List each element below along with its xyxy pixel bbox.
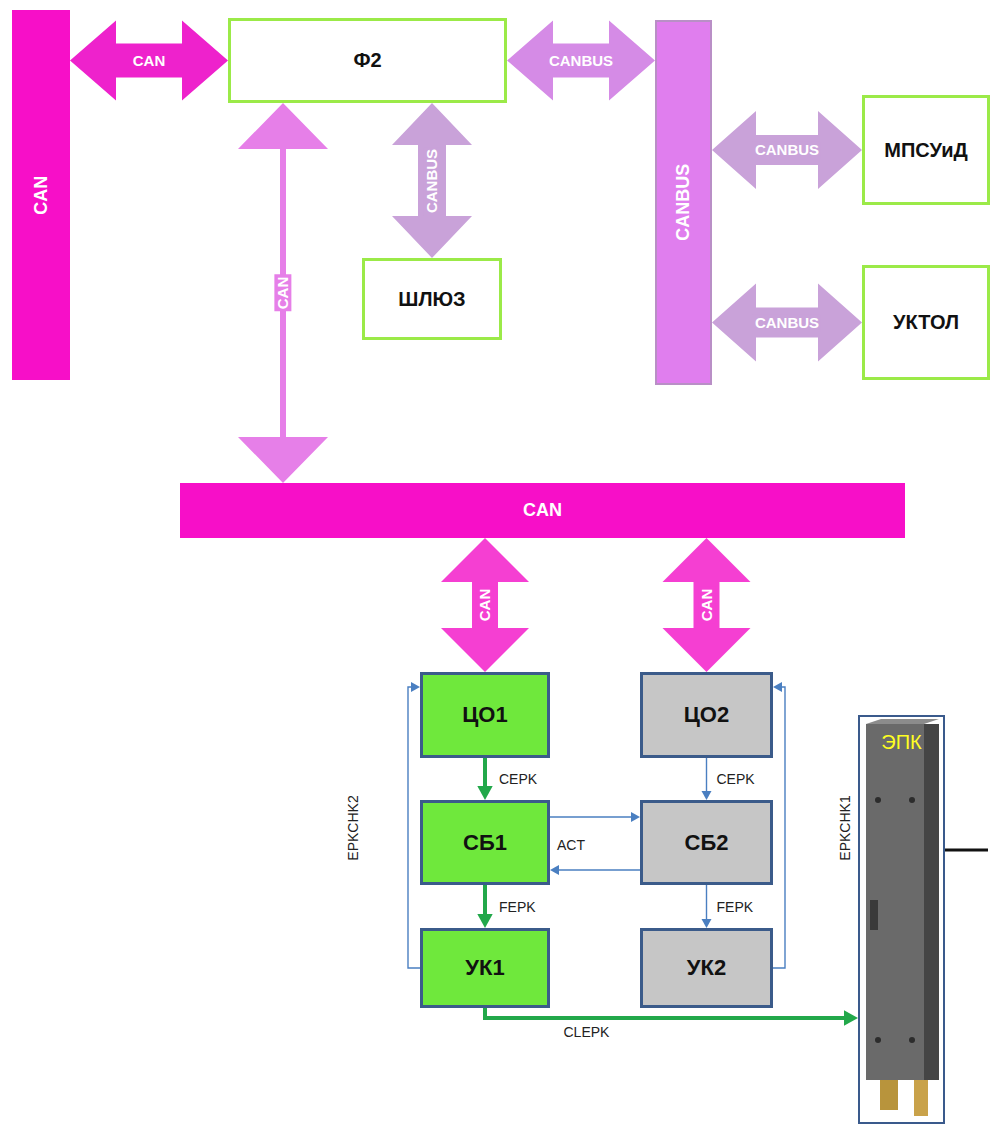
node-text: ЦО2 — [684, 702, 729, 727]
signal-label: ACT — [555, 837, 587, 853]
connector — [712, 111, 862, 189]
valve-wire — [945, 849, 988, 852]
bus-arrow — [663, 538, 751, 672]
signal-line — [485, 1008, 848, 1018]
connector — [477, 758, 492, 800]
bus-arrow — [70, 21, 228, 101]
signal-label: CAN — [131, 52, 168, 69]
signal-label: EPKCHK2 — [345, 793, 361, 862]
standby-module: СБ2 — [640, 800, 773, 885]
node-text: УК2 — [687, 955, 726, 980]
bus-arrow — [712, 284, 862, 362]
valve-screw — [875, 797, 881, 803]
connector — [507, 21, 655, 101]
active-module: УК1 — [420, 928, 550, 1008]
signal-label: CEPK — [497, 771, 539, 787]
signal-line — [483, 758, 487, 790]
bus-bar: CAN — [180, 483, 905, 538]
arrow-head — [702, 919, 712, 928]
node-text: CANBUS — [673, 164, 694, 241]
connector — [441, 538, 529, 672]
arrow-head — [631, 812, 640, 822]
node-text: ЭПК — [881, 731, 921, 754]
connector — [485, 1008, 858, 1026]
signal-label: CAN — [274, 275, 291, 312]
valve-fitting — [914, 1080, 928, 1116]
connector — [663, 538, 751, 672]
arrow-head — [477, 786, 492, 800]
valve-fitting — [880, 1080, 898, 1110]
bus-bar: CAN — [12, 10, 70, 380]
node-text: CAN — [31, 176, 52, 215]
signal-label: CEPK — [715, 771, 757, 787]
valve-screw — [909, 1037, 915, 1043]
signal-label: EPKCHK1 — [837, 793, 853, 862]
node-text: Ф2 — [353, 49, 381, 72]
connector — [238, 103, 328, 483]
arrow-head — [773, 682, 782, 692]
valve-side — [924, 724, 939, 1080]
signal-line — [550, 816, 634, 817]
node-text: ШЛЮЗ — [398, 288, 465, 311]
signal-line — [706, 758, 707, 794]
unit-box: Ф2 — [228, 18, 507, 103]
node-text: МПСУиД — [884, 139, 967, 162]
node-text: УКТОЛ — [893, 311, 959, 334]
signal-label: CANBUS — [547, 52, 615, 69]
bus-arrow — [441, 538, 529, 672]
connector — [70, 21, 228, 101]
unit-box: УКТОЛ — [862, 265, 990, 380]
signal-label: CANBUS — [753, 314, 821, 331]
signal-label: FEPK — [497, 898, 538, 914]
arrow-head — [411, 682, 420, 692]
signal-line — [773, 687, 785, 968]
valve-screw — [875, 1037, 881, 1043]
signal-line — [556, 869, 640, 870]
node-text: CAN — [523, 500, 562, 521]
signal-label: CANBUS — [423, 146, 440, 214]
signal-label: CAN — [476, 587, 493, 624]
bus-arrow — [238, 103, 328, 483]
signal-label: CLEPK — [562, 1024, 612, 1040]
signal-label: FEPK — [715, 898, 756, 914]
arrow-head — [477, 914, 492, 928]
signal-label: CAN — [698, 587, 715, 624]
node-text: СБ2 — [685, 830, 729, 855]
signal-label: CANBUS — [753, 141, 821, 158]
bus-arrow — [507, 21, 655, 101]
bus-arrow — [712, 111, 862, 189]
arrow-head — [702, 791, 712, 800]
connector — [477, 885, 492, 928]
connector — [392, 103, 472, 258]
signal-line — [483, 885, 487, 918]
valve-top — [866, 719, 939, 724]
standby-module: УК2 — [640, 928, 773, 1008]
bus-arrow — [392, 103, 472, 258]
valve-screw — [909, 797, 915, 803]
standby-module: ЦО2 — [640, 672, 773, 758]
node-text: ЦО1 — [462, 702, 507, 727]
unit-box: ШЛЮЗ — [362, 258, 502, 340]
arrow-head — [550, 865, 559, 875]
valve-body — [866, 724, 924, 1080]
arrow-head — [844, 1010, 858, 1025]
node-text: УК1 — [465, 955, 504, 980]
connector — [550, 812, 640, 822]
signal-line — [408, 687, 420, 968]
connector — [712, 284, 862, 362]
node-text: СБ1 — [463, 830, 507, 855]
valve-port — [870, 900, 878, 930]
unit-box: МПСУиД — [862, 95, 990, 205]
signal-line — [706, 885, 707, 922]
active-module: СБ1 — [420, 800, 550, 885]
connector — [550, 865, 640, 875]
connector — [702, 758, 712, 800]
active-module: ЦО1 — [420, 672, 550, 758]
connector — [408, 682, 420, 968]
connector — [773, 682, 785, 968]
connector — [702, 885, 712, 928]
bus-bar: CANBUS — [655, 20, 712, 385]
valve-frame: ЭПК — [858, 715, 945, 1124]
